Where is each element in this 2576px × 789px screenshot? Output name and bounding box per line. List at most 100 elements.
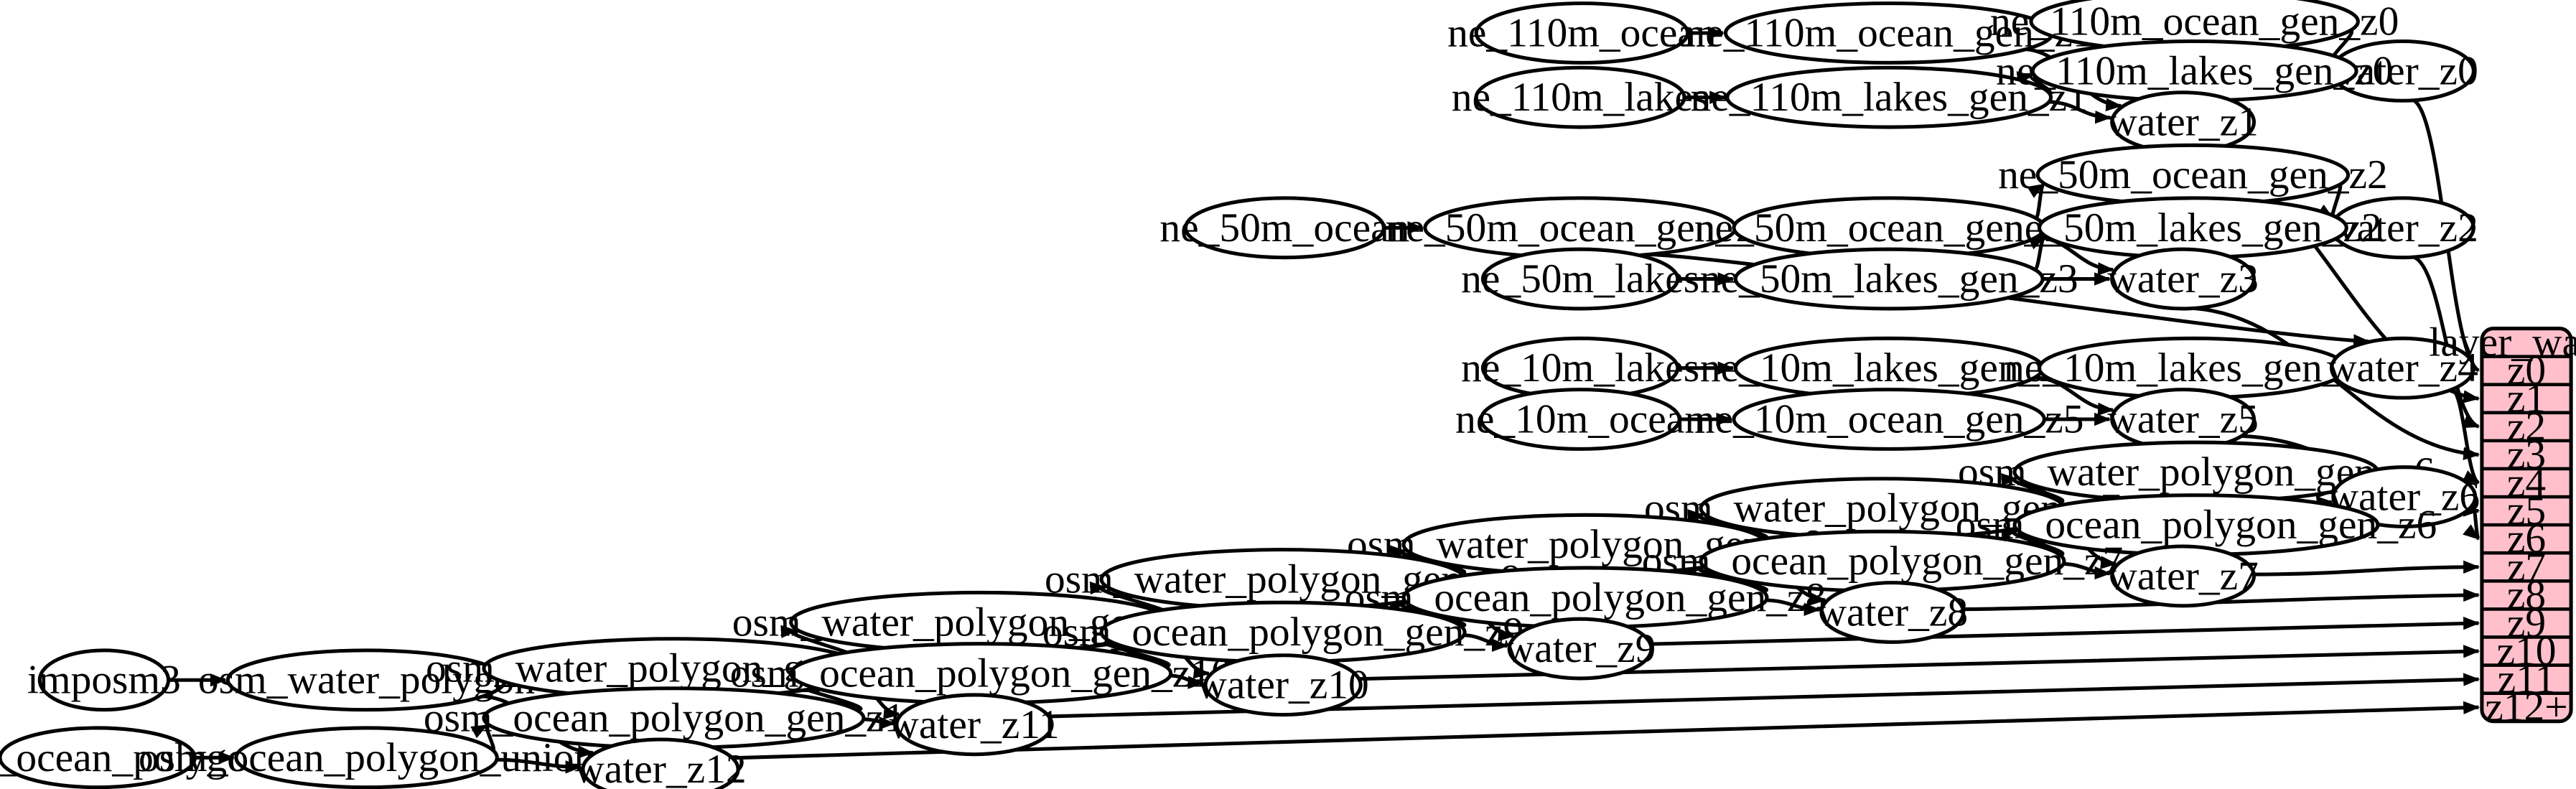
node-ne_10m_ocean[interactable]: ne_10m_ocean (1455, 388, 1705, 451)
node-label: ne_50m_lakes_gen_z3 (1700, 256, 2078, 302)
node-label: water_z2 (2327, 205, 2478, 251)
node-label: water_z8 (1816, 589, 1968, 635)
node-ne_110m_ocean_gen_z0[interactable]: ne_110m_ocean_gen_z0 (1990, 0, 2399, 53)
node-layer: ne_110m_oceanne_110m_ocean_gen_z1ne_110m… (0, 0, 2480, 789)
node-water_z10[interactable]: water_z10 (1197, 653, 1369, 717)
node-water_z11[interactable]: water_z11 (889, 693, 1060, 757)
node-water_z7[interactable]: water_z7 (2107, 544, 2259, 608)
edge-water_z10-to-layer_water_z10 (1358, 645, 2481, 681)
node-ne_10m_lakes_gen_z5[interactable]: ne_10m_lakes_gen_z5 (1700, 336, 2078, 400)
node-label: osm_ocean_polygon_gen_z10 (730, 651, 1232, 696)
node-label: water_z9 (1505, 626, 1656, 671)
node-ne_10m_lakes_gen_z4[interactable]: ne_10m_lakes_gen_z4 (2004, 336, 2382, 400)
node-shape (2110, 247, 2257, 311)
node-ne_110m_lakes_gen_z0[interactable]: ne_110m_lakes_gen_z0 (1996, 39, 2393, 103)
edge-layer (168, 17, 2481, 774)
node-shape (0, 726, 197, 789)
node-osm_ocean_polygon_union[interactable]: osm_ocean_polygon_union (139, 726, 594, 789)
node-ne_50m_ocean_gen_z2[interactable]: ne_50m_ocean_gen_z2 (1998, 143, 2388, 207)
node-shape (1733, 247, 2045, 311)
node-label: ne_10m_ocean (1455, 396, 1705, 442)
layer-water-table: layer_waterz0z1z2z3z4z5z6z7z8z9z10z11z12… (2429, 320, 2576, 730)
edge-water_z12-to-layer_water_z12_ (732, 701, 2481, 760)
node-ne_10m_lakes[interactable]: ne_10m_lakes (1461, 336, 1699, 400)
node-ne_110m_ocean[interactable]: ne_110m_ocean (1447, 1, 1717, 65)
node-label: ne_110m_ocean_gen_z1 (1685, 10, 2094, 55)
node-shape (1183, 196, 1386, 260)
edge-water_z11-to-layer_water_z11 (1048, 673, 2481, 719)
node-label: ne_10m_lakes_gen_z4 (2004, 345, 2382, 391)
edge-ne_110m_lakes_gen_z1-to-water_z1 (2048, 100, 2112, 124)
node-shape (2331, 465, 2478, 528)
node-shape (1507, 617, 1653, 681)
node-label: osm_ocean_polygon_gen_z6 (1956, 503, 2437, 548)
node-osm_ocean_polygon[interactable]: osm_ocean_polygon (0, 726, 269, 789)
node-osm_ocean_polygon_gen_z10[interactable]: osm_ocean_polygon_gen_z10 (730, 642, 1232, 705)
edge-osm_ocean_polygon_gen_z7-to-water_z7 (2063, 561, 2111, 580)
node-label: osm_ocean_polygon_gen_z11 (424, 696, 924, 741)
node-label: ne_50m_ocean_gen_z4 (1386, 205, 1775, 251)
node-label: water_z4 (2327, 345, 2478, 391)
node-label: water_z10 (1197, 663, 1368, 708)
node-label: ne_10m_lakes (1461, 345, 1699, 391)
node-shape (2330, 336, 2475, 400)
edge-water_z7-to-layer_water_z7 (2254, 560, 2481, 576)
node-label: osm_ocean_polygon (0, 735, 269, 780)
node-water_z5[interactable]: water_z5 (2107, 388, 2259, 451)
node-label: water_z5 (2107, 396, 2259, 442)
node-water_z12[interactable]: water_z12 (574, 737, 747, 789)
node-label: water_z12 (574, 747, 746, 789)
node-shape (1474, 65, 1686, 129)
node-osm_water_polygon_gen_z11[interactable]: osm_water_polygon_gen_z11 (426, 637, 922, 701)
node-osm_ocean_polygon_gen_z6[interactable]: osm_ocean_polygon_gen_z6 (1956, 493, 2437, 557)
node-ne_50m_ocean_gen_z3[interactable]: ne_50m_ocean_gen_z3 (1694, 196, 2084, 260)
node-label: ne_110m_ocean (1447, 10, 1717, 55)
node-label: imposm3 (27, 658, 181, 703)
node-osm_ocean_polygon_gen_z9[interactable]: osm_ocean_polygon_gen_z9 (1042, 600, 1523, 664)
edge-osm_ocean_polygon_union-to-water_z12 (496, 757, 582, 774)
edge-osm_ocean_polygon_gen_z8-to-water_z8 (1765, 598, 1821, 616)
node-water_z1[interactable]: water_z1 (2107, 90, 2259, 154)
node-label: water_z7 (2107, 554, 2259, 599)
node-ne_50m_lakes_gen_z2[interactable]: ne_50m_lakes_gen_z2 (2004, 196, 2382, 260)
edge-osm_water_polygon_gen_z7-to-osm_water_polygon_gen_z6 (2001, 473, 2065, 504)
node-ne_110m_lakes_gen_z1[interactable]: ne_110m_lakes_gen_z1 (1691, 65, 2088, 129)
node-water_z8[interactable]: water_z8 (1816, 581, 1968, 644)
node-osm_ocean_polygon_gen_z11[interactable]: osm_ocean_polygon_gen_z11 (424, 686, 924, 750)
node-label: ne_50m_lakes_gen_z2 (2004, 205, 2382, 251)
edge-water_z2-to-layer_water_z2 (2412, 255, 2481, 429)
node-ne_50m_lakes[interactable]: ne_50m_lakes (1461, 247, 1699, 311)
node-ne_110m_lakes[interactable]: ne_110m_lakes (1452, 65, 1709, 129)
edge-water_z9-to-layer_water_z9 (1650, 616, 2481, 646)
edge-osm_ocean_polygon_gen_z10-to-water_z10 (1170, 673, 1205, 689)
edge-ne_10m_lakes_gen_z5-to-water_z5 (2035, 375, 2115, 416)
edge-osm_ocean_polygon_gen_z7-to-osm_ocean_polygon_gen_z6 (2001, 526, 2065, 557)
node-label: ne_50m_ocean_gen_z2 (1998, 152, 2388, 197)
node-label: osm_ocean_polygon_union (139, 735, 594, 780)
node-label: ne_50m_lakes (1461, 256, 1699, 302)
node-shape (1819, 581, 1966, 644)
node-ne_10m_ocean_gen_z5[interactable]: ne_10m_ocean_gen_z5 (1694, 388, 2084, 451)
node-shape (234, 726, 499, 789)
node-water_z4[interactable]: water_z4 (2327, 336, 2478, 400)
node-label: ne_110m_ocean_gen_z0 (1990, 0, 2399, 44)
node-shape (895, 693, 1054, 757)
node-shape (1474, 1, 1690, 65)
node-label: ne_50m_ocean (1159, 205, 1409, 251)
node-water_z9[interactable]: water_z9 (1505, 617, 1656, 681)
node-label: ne_110m_lakes_gen_z1 (1691, 75, 2088, 120)
node-label: ne_110m_lakes_gen_z0 (1996, 48, 2393, 93)
node-imposm3[interactable]: imposm3 (27, 648, 181, 712)
node-label: ne_10m_ocean_gen_z5 (1694, 396, 2084, 442)
node-ne_50m_lakes_gen_z3[interactable]: ne_50m_lakes_gen_z3 (1700, 247, 2078, 311)
node-label: osm_water_polygon (198, 658, 535, 703)
node-water_z3[interactable]: water_z3 (2107, 247, 2259, 311)
node-ne_50m_ocean[interactable]: ne_50m_ocean (1159, 196, 1409, 260)
node-shape (1732, 388, 2046, 451)
edge-water_z4-to-layer_water_z4 (2451, 387, 2481, 485)
node-label: water_z1 (2107, 100, 2259, 145)
node-shape (1479, 388, 1681, 451)
node-shape (1203, 653, 1363, 717)
layer-water-row-z12+[interactable]: z12+ (2485, 685, 2567, 730)
